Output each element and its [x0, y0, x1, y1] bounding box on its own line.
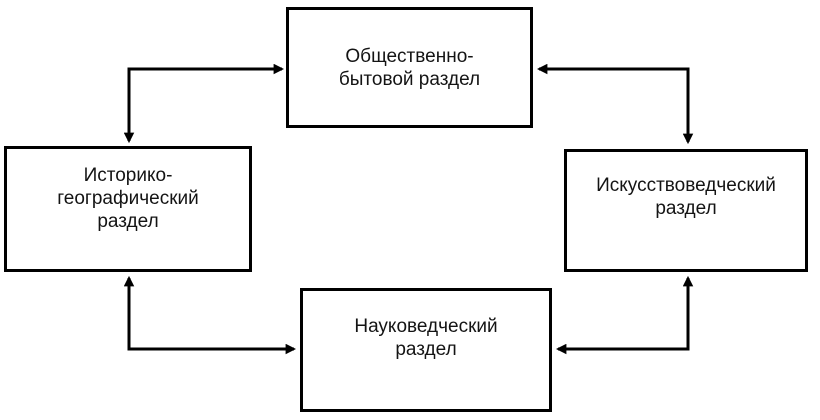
connector-bottom-left-bidirectional: [123, 275, 297, 355]
connector-top-left-bidirectional: [123, 63, 285, 144]
node-label-line: раздел: [395, 339, 457, 360]
node-label-line: Общественно-: [345, 45, 474, 67]
node-label-line: Историко-: [83, 164, 173, 186]
node-label-line: бытовой раздел: [338, 68, 481, 90]
node-art-studies-section: Искусствоведческий раздел: [564, 149, 808, 272]
node-label-line: раздел: [655, 197, 717, 219]
node-label-line: раздел: [97, 210, 159, 232]
node-historical-geographical-section: Историко- географический раздел: [4, 146, 252, 272]
node-social-everyday-section: Общественно- бытовой раздел: [286, 7, 533, 128]
node-science-studies-section: Науковедческий раздел: [300, 288, 552, 412]
connector-bottom-right-bidirectional: [555, 275, 694, 355]
node-label-line: географический: [57, 187, 199, 209]
node-label-line: Искусствоведческий: [596, 174, 776, 196]
node-label-line: Науковедческий: [354, 316, 498, 337]
connector-top-right-bidirectional: [536, 63, 694, 145]
